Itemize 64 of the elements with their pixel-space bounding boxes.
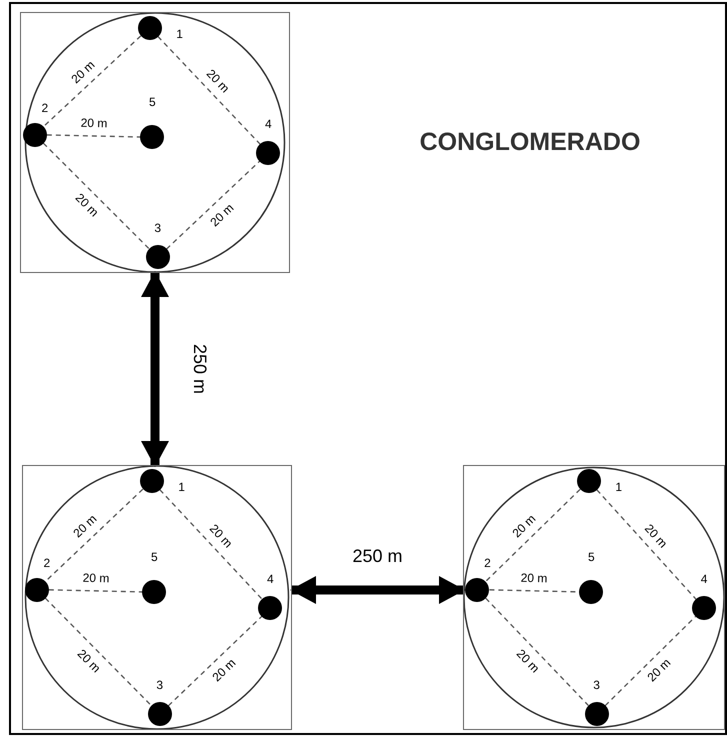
sample-point <box>256 140 280 165</box>
sample-point <box>140 468 164 493</box>
point-number: 2 <box>483 554 492 571</box>
point-number: 4 <box>700 571 708 588</box>
point-number: 1 <box>614 478 624 495</box>
double-arrow <box>141 271 169 467</box>
dashed-line <box>159 489 263 600</box>
point-number: 3 <box>155 677 164 694</box>
edge-label: 20 m <box>68 56 99 88</box>
sample-point <box>576 468 601 493</box>
dashed-line <box>157 36 261 145</box>
sample-point <box>140 125 164 150</box>
dashed-line <box>168 616 262 706</box>
point-number: 2 <box>40 100 50 116</box>
point-number: 1 <box>177 478 186 495</box>
edge-label: 20 m <box>644 655 675 687</box>
dashed-line <box>166 160 260 250</box>
dashed-line <box>45 488 144 582</box>
dashed-line <box>596 489 696 600</box>
point-number: 5 <box>150 549 159 566</box>
edge-label: 20 m <box>74 646 104 678</box>
point-number: 3 <box>592 677 601 694</box>
edge-label: 20 m <box>81 570 110 588</box>
dashed-line <box>485 598 589 706</box>
point-number: 4 <box>266 571 275 588</box>
edge-label: 20 m <box>205 520 236 552</box>
sample-point <box>22 122 47 147</box>
point-number: 4 <box>264 116 273 132</box>
edge-label: 20 m <box>508 510 540 542</box>
sample-point <box>584 702 609 726</box>
dashed-line <box>44 598 152 706</box>
sample-point <box>579 580 604 604</box>
point-number: 3 <box>153 220 162 236</box>
dashed-line <box>486 488 581 582</box>
edge-label: 20 m <box>512 645 543 678</box>
sample-point <box>692 596 716 620</box>
dashed-line <box>604 616 696 706</box>
edge-label: 250 m <box>351 547 404 565</box>
edge-label: 250 m <box>191 342 209 396</box>
sample-point <box>24 578 49 602</box>
edge-label: 20 m <box>72 190 102 222</box>
title: CONGLOMERADO <box>418 128 642 157</box>
edge-label: 20 m <box>203 66 234 98</box>
point-number: 5 <box>148 94 157 110</box>
sample-point <box>465 578 490 602</box>
sample-point <box>138 16 162 40</box>
sample-point <box>148 702 172 726</box>
dashed-line <box>48 589 142 593</box>
edge-label: 20 m <box>208 655 240 687</box>
point-number: 5 <box>587 549 596 566</box>
sample-point <box>146 245 170 270</box>
edge-label: 20 m <box>640 520 672 552</box>
edge-label: 20 m <box>520 570 549 588</box>
dashed-line <box>46 134 140 138</box>
sample-point <box>142 580 166 604</box>
double-arrow <box>290 576 465 604</box>
edge-label: 20 m <box>206 199 238 231</box>
point-number: 2 <box>42 554 52 571</box>
sample-point <box>258 596 282 620</box>
point-number: 1 <box>175 26 184 42</box>
edge-label: 20 m <box>79 114 108 132</box>
dashed-line <box>42 142 150 250</box>
dashed-line <box>43 35 142 127</box>
edge-label: 20 m <box>70 510 101 542</box>
